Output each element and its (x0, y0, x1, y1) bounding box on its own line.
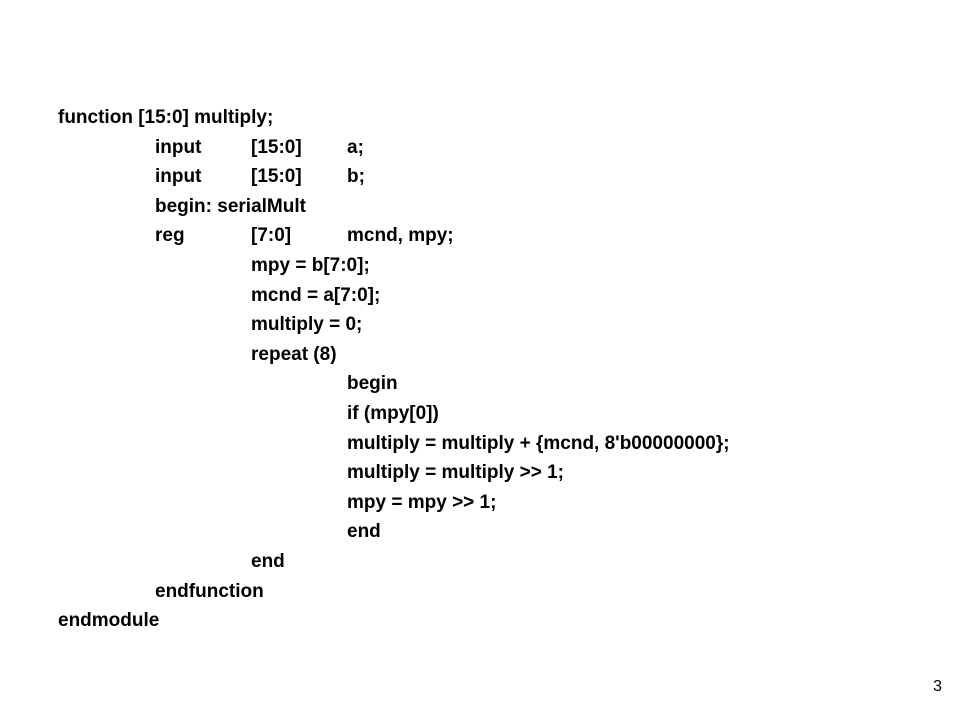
code-identifier: mcnd, mpy; (347, 225, 454, 247)
code-text: mcnd = a[7:0]; (251, 284, 381, 306)
code-line: mcnd = a[7:0]; (58, 281, 380, 311)
code-text: multiply = 0; (251, 314, 363, 336)
code-line: multiply = 0; (58, 310, 362, 340)
code-line: multiply = multiply + {mcnd, 8'b00000000… (58, 429, 730, 459)
code-text: end (347, 521, 381, 543)
code-line: reg [7:0] mcnd, mpy; (58, 221, 454, 251)
code-line: mpy = b[7:0]; (58, 251, 370, 281)
code-text: if (mpy[0]) (347, 402, 439, 424)
code-line: input [15:0] b; (58, 162, 365, 192)
code-text: mpy = mpy >> 1; (347, 491, 497, 513)
code-line: endmodule (58, 606, 159, 636)
code-text: begin (347, 373, 398, 395)
code-keyword: reg (155, 225, 185, 247)
code-line: if (mpy[0]) (58, 399, 439, 429)
code-keyword: input (155, 166, 202, 188)
code-text: end (251, 550, 285, 572)
code-range: [15:0] (251, 136, 302, 158)
code-range: [15:0] (251, 166, 302, 188)
code-line: input [15:0] a; (58, 133, 364, 163)
code-line: end (58, 517, 381, 547)
code-line: endfunction (58, 577, 264, 607)
code-line: multiply = multiply >> 1; (58, 458, 564, 488)
code-line: repeat (8) (58, 340, 337, 370)
code-text: function [15:0] multiply; (58, 107, 274, 128)
code-range: [7:0] (251, 225, 292, 247)
code-text: mpy = b[7:0]; (251, 254, 370, 276)
code-identifier: a; (347, 136, 364, 158)
code-line: begin (58, 369, 398, 399)
code-text: multiply = multiply >> 1; (347, 462, 564, 484)
code-line: begin: serialMult (58, 192, 306, 222)
code-identifier: b; (347, 166, 365, 188)
code-text: multiply = multiply + {mcnd, 8'b00000000… (347, 432, 730, 454)
code-text: repeat (8) (251, 343, 337, 365)
code-text: endfunction (155, 580, 264, 602)
code-keyword: input (155, 136, 202, 158)
code-line: function [15:0] multiply; (58, 103, 273, 133)
code-text: begin: serialMult (155, 195, 306, 217)
code-line: end (58, 547, 285, 577)
code-line: mpy = mpy >> 1; (58, 488, 496, 518)
code-text: endmodule (58, 610, 160, 632)
code-block: function [15:0] multiply; input [15:0] a… (58, 103, 730, 636)
page-number: 3 (933, 678, 942, 695)
